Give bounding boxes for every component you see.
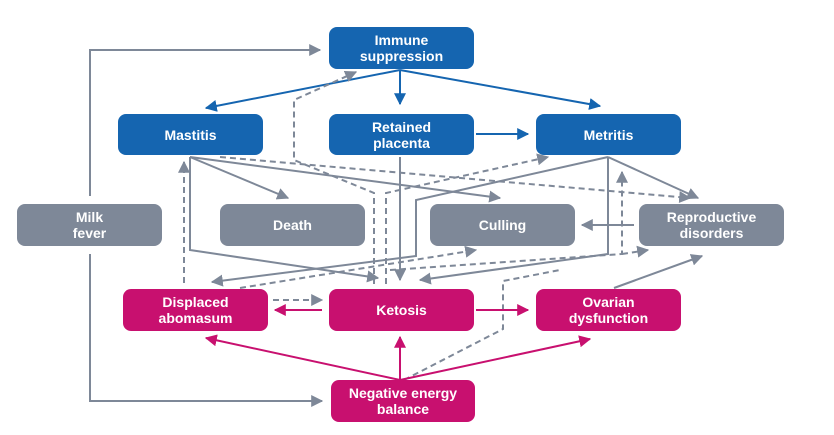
node-label: Death	[273, 217, 312, 233]
edge-ovarian-to-repro	[613, 254, 704, 289]
node-label: Mastitis	[164, 126, 217, 143]
node-label: Ovarian	[582, 294, 635, 310]
edge-neb-to-ovarian	[399, 335, 592, 381]
edge-mastitis-to-culling	[189, 156, 502, 203]
edge-immune-to-metritis	[399, 69, 602, 110]
node-label: dysfunction	[568, 310, 649, 326]
node-culling[interactable]: Culling	[430, 204, 575, 246]
edge-metritis-to-displaced	[210, 156, 609, 287]
node-label: Immune	[374, 32, 429, 48]
edge-displaced-to-culling-dashed	[239, 245, 478, 289]
node-label: Negative energy	[348, 385, 458, 401]
edge-mastitis-to-death	[189, 156, 290, 200]
node-metritis[interactable]: Metritis	[536, 114, 681, 155]
edge-ketosis-to-immune-dashed	[293, 70, 375, 284]
node-label: Retained	[371, 118, 432, 135]
edge-neb-to-displaced	[204, 334, 401, 381]
node-death[interactable]: Death	[220, 204, 365, 246]
node-label: Milk	[75, 209, 104, 225]
edge-ketosis-to-repro-lower-dashed	[621, 245, 650, 258]
node-label: disorders	[679, 225, 744, 241]
edge-ketosis-to-metritis-dashed	[385, 153, 550, 284]
node-label: Culling	[478, 217, 527, 233]
edge-milk-fever-to-neb	[89, 254, 324, 407]
edge-milk-fever-to-immune	[89, 44, 322, 196]
node-label: suppression	[359, 48, 444, 64]
edge-immune-to-mastitis	[204, 69, 401, 112]
node-label: Displaced	[162, 294, 229, 310]
node-label: Ketosis	[376, 302, 427, 318]
node-label: placenta	[373, 134, 430, 151]
edge-neb-to-repro-dashed	[403, 269, 561, 381]
node-label: balance	[376, 401, 430, 417]
edge-metritis-to-ketosis	[418, 157, 609, 285]
node-label: Reproductive	[666, 209, 757, 225]
node-label: fever	[72, 225, 107, 241]
node-mastitis[interactable]: Mastitis	[118, 114, 263, 155]
node-label: abomasum	[158, 310, 233, 326]
node-label: Metritis	[583, 126, 634, 143]
node-ketosis[interactable]: Ketosis	[329, 289, 474, 331]
